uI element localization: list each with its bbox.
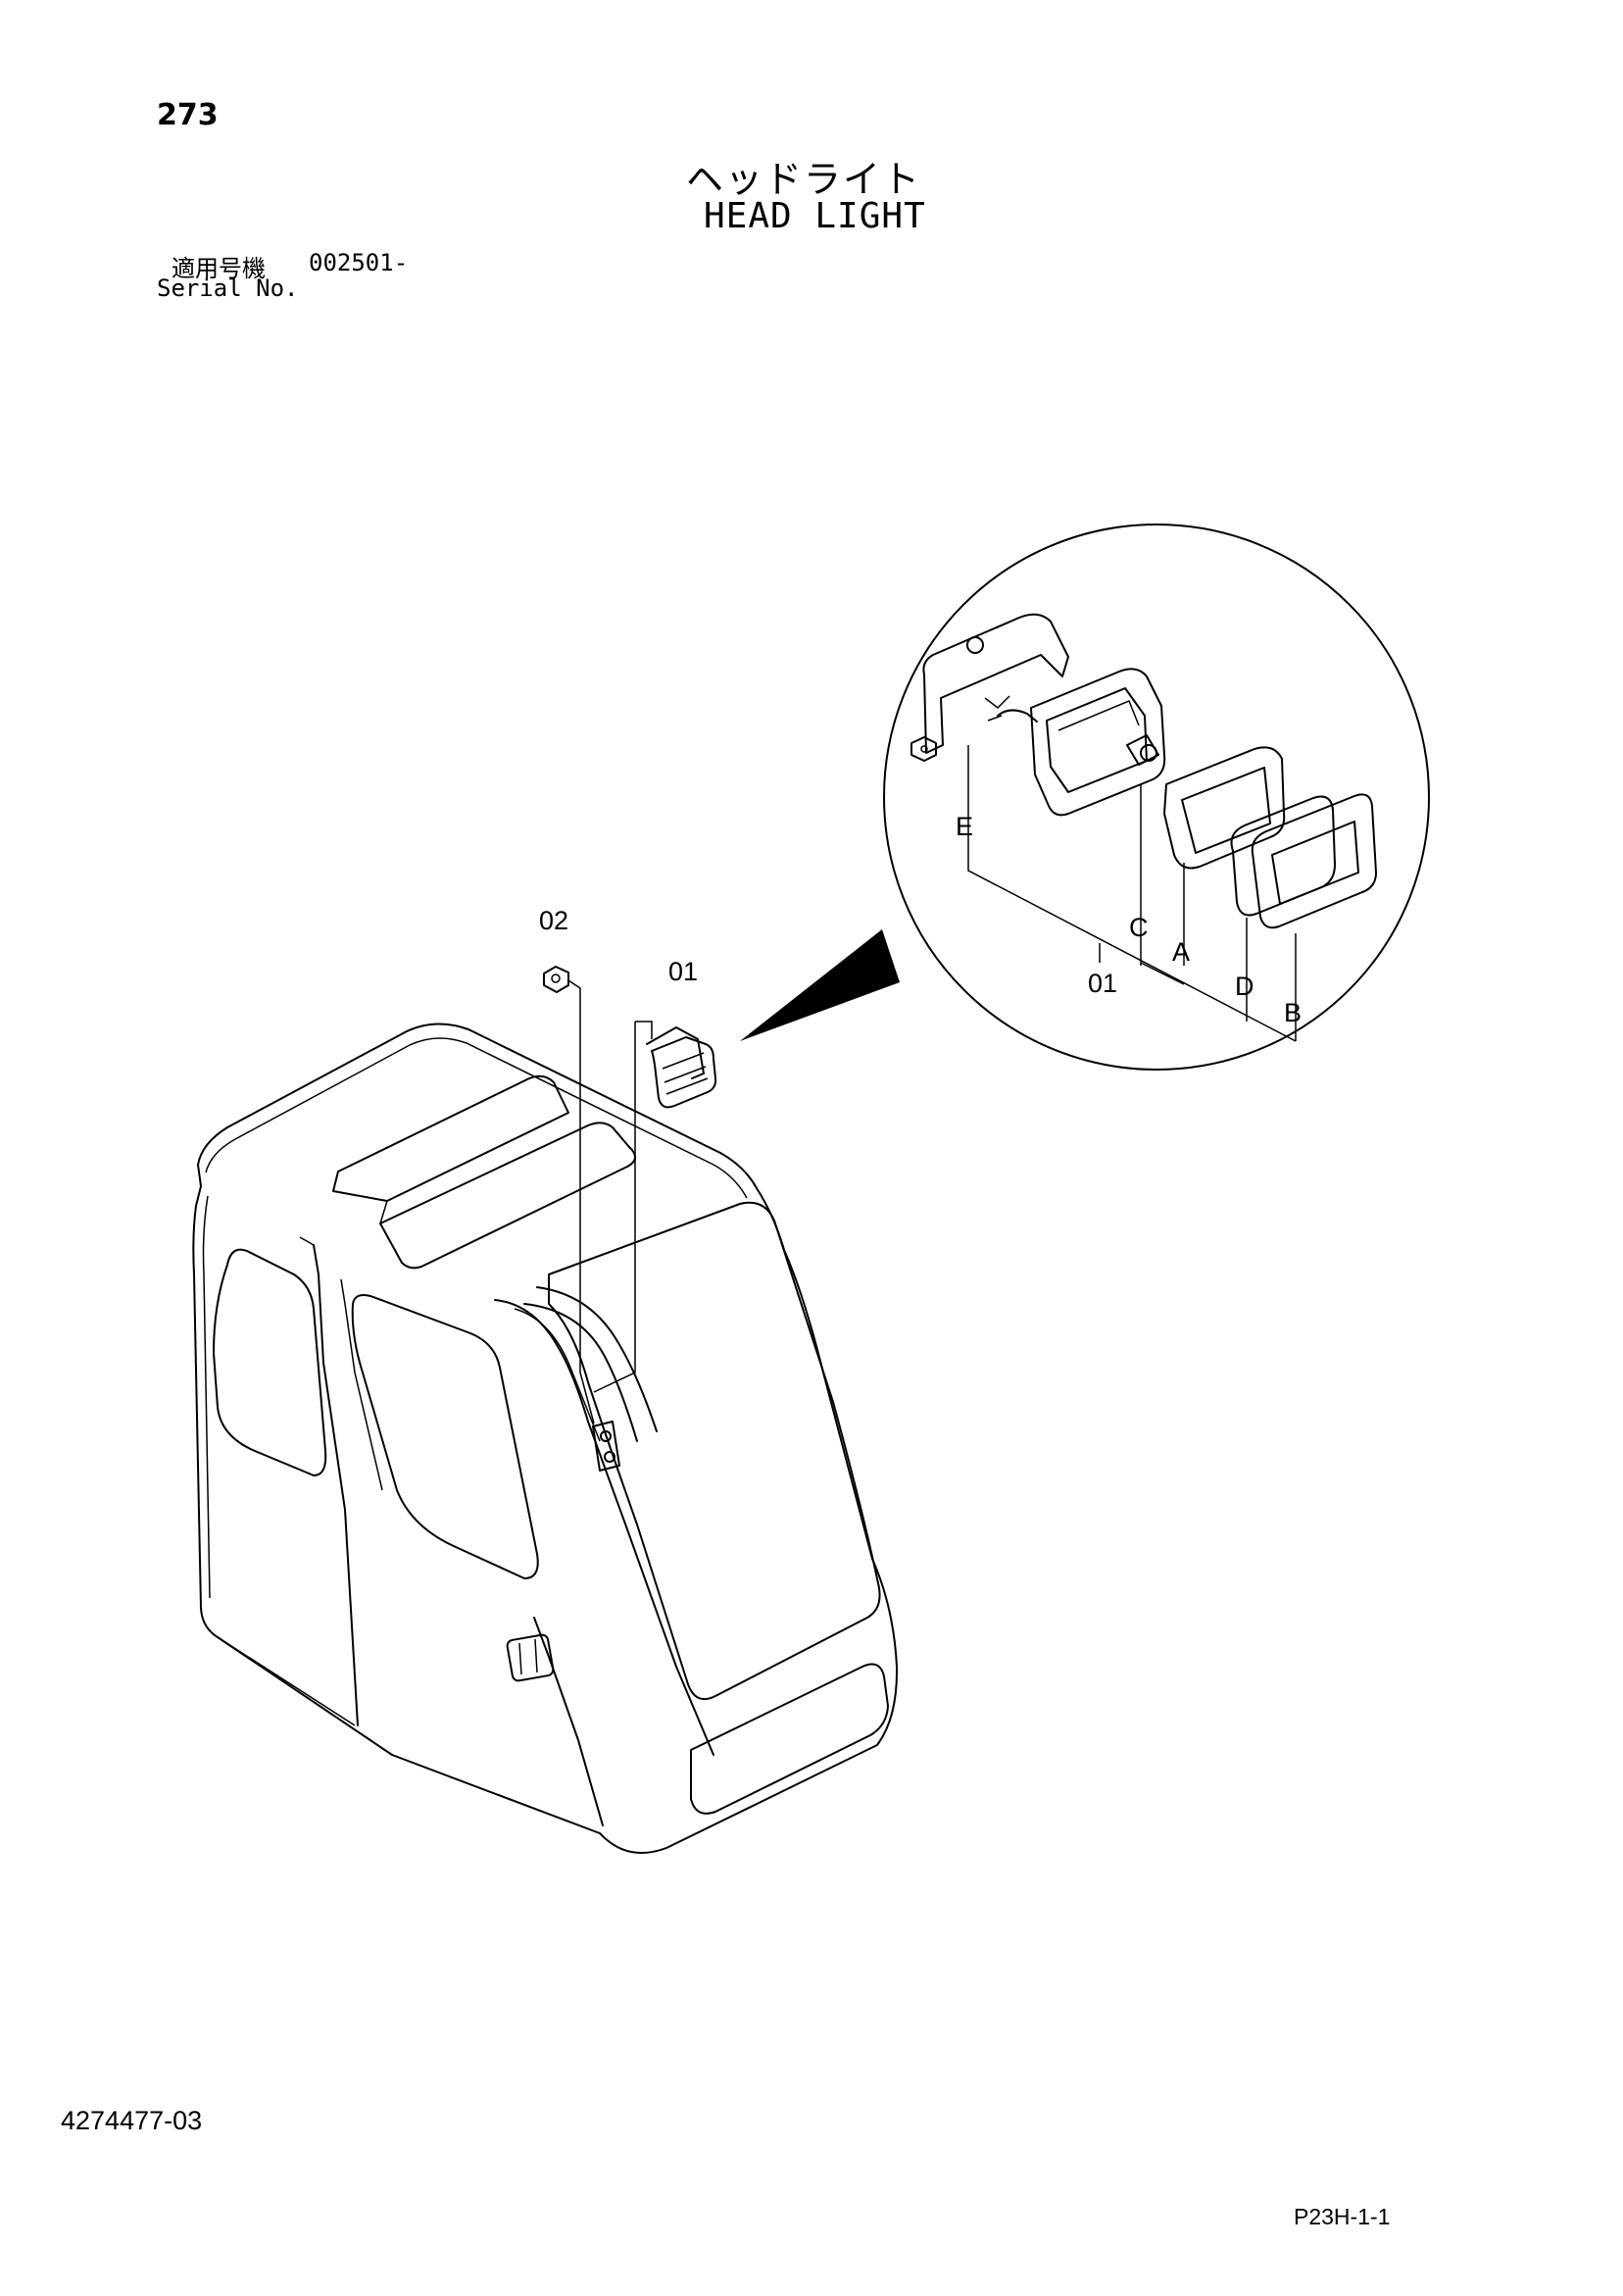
- callout-c: C: [1129, 913, 1149, 942]
- serial-label-japanese: 適用号機: [172, 255, 266, 282]
- callout-b: B: [1284, 998, 1302, 1027]
- title-japanese: ヘッドライト: [686, 158, 922, 201]
- page-number: 273: [157, 98, 219, 132]
- serial-label-english: Serial No.: [157, 275, 299, 302]
- callout-detail-01: 01: [1088, 969, 1117, 998]
- serial-value: 002501-: [309, 249, 409, 276]
- bolt-illustration: [543, 966, 595, 1424]
- callout-a: A: [1172, 937, 1190, 967]
- document-number: 4274477-03: [61, 2106, 203, 2135]
- operator-cab-illustration: [192, 1023, 899, 1854]
- detail-pointer: [740, 929, 900, 1041]
- callout-01: 01: [668, 957, 698, 986]
- page-code: P23H-1-1: [1294, 2204, 1391, 2229]
- title-english: HEAD LIGHT: [704, 196, 926, 236]
- callout-d: D: [1235, 972, 1254, 1001]
- exploded-detail-view: [883, 524, 1430, 1071]
- head-light-assembly-illustration: [593, 1021, 717, 1393]
- callout-02: 02: [539, 906, 568, 935]
- callout-e: E: [956, 812, 973, 841]
